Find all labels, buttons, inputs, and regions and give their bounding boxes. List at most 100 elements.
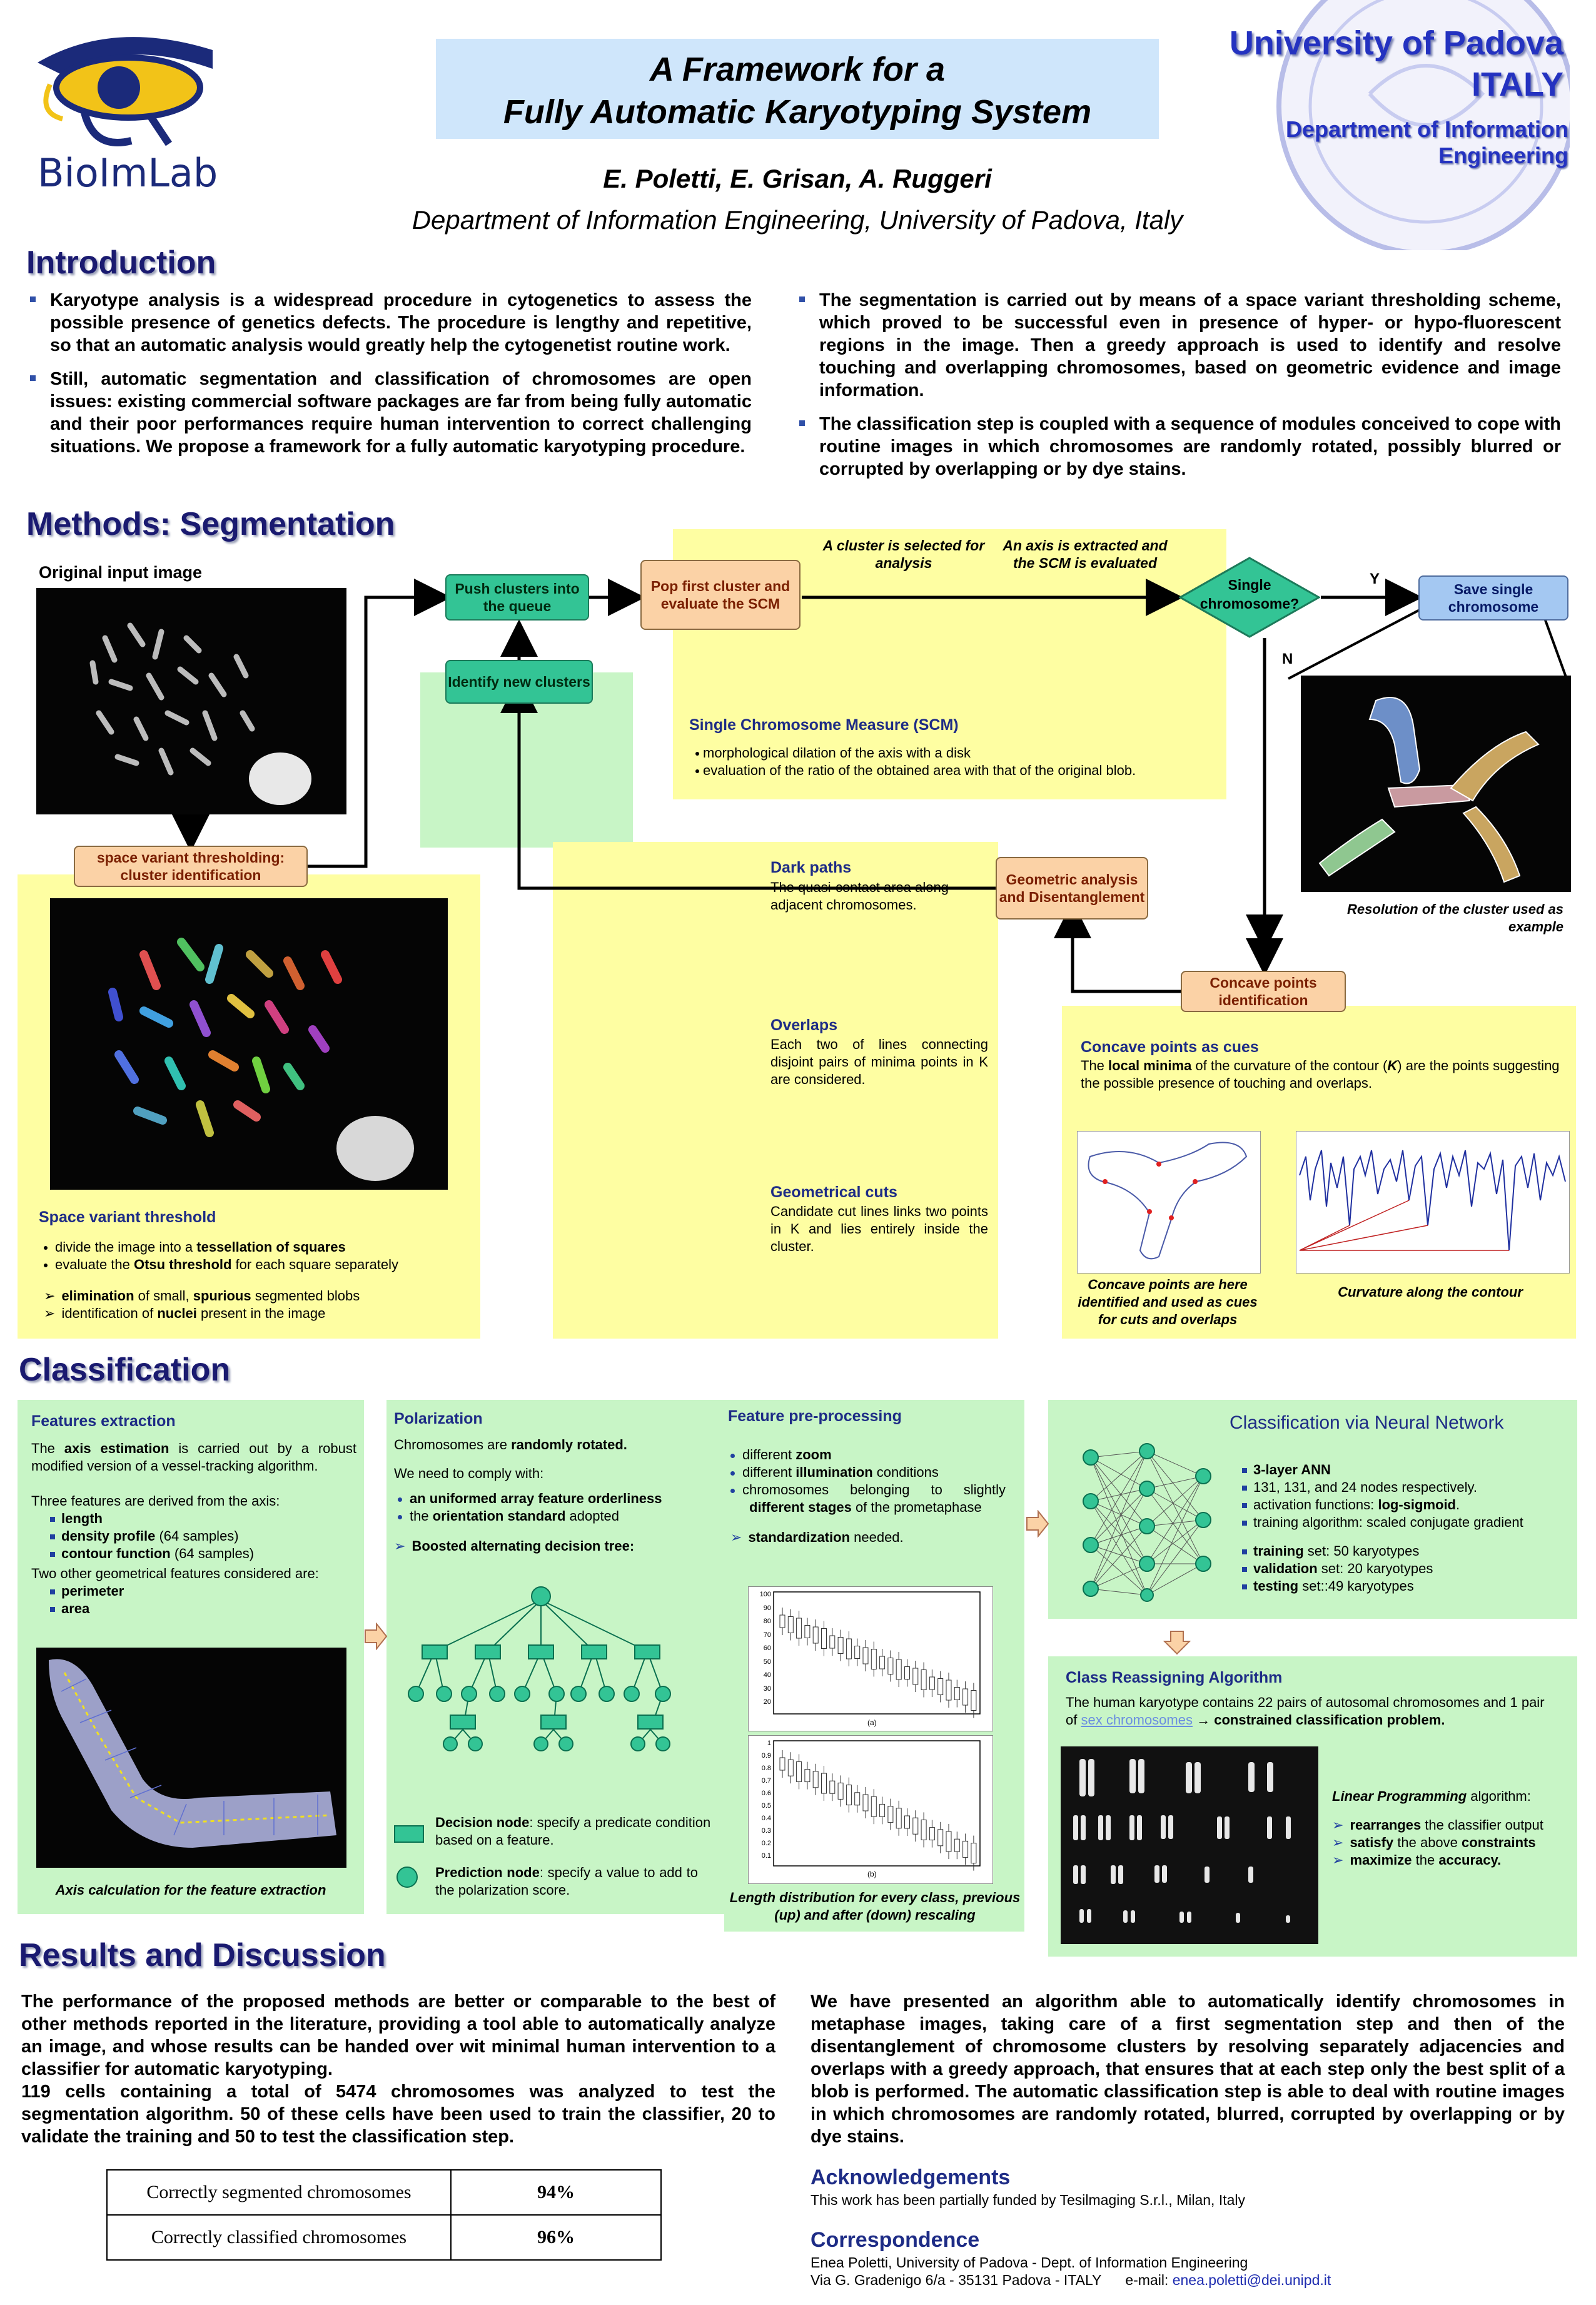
intro-right-p1: The segmentation is carried out by means… xyxy=(795,289,1561,402)
resolved-cluster-image xyxy=(1301,676,1571,892)
boxplot-box xyxy=(921,1669,927,1690)
seg-title: Methods: Segmentation xyxy=(26,506,395,542)
boxplot-box xyxy=(962,1688,969,1706)
boxplot1-xlabel: (a) xyxy=(867,1718,877,1727)
polarization-text: Chromosomes are randomly rotated. We nee… xyxy=(394,1437,662,1554)
prediction-node-legend: Prediction node: specify a value to add … xyxy=(435,1865,698,1898)
boxplot-box xyxy=(821,1773,827,1794)
boxplot-box xyxy=(929,1827,935,1841)
resolution-caption: Resolution of the cluster used as exampl… xyxy=(1347,901,1563,935)
boxplot-box xyxy=(821,1628,827,1649)
ack-text: This work has been partially funded by T… xyxy=(811,2192,1246,2208)
boxplot-box xyxy=(912,1668,919,1685)
concave-points-step: Concave points identification xyxy=(1181,971,1346,1012)
boxplot-box xyxy=(871,1796,877,1817)
identify-clusters-step: Identify new clusters xyxy=(445,660,593,704)
boxplot-box xyxy=(887,1658,894,1674)
arrow-pre-to-nn xyxy=(1026,1509,1049,1541)
cuts-text: Candidate cut lines links two points in … xyxy=(770,1203,988,1254)
boxplot-box xyxy=(946,1679,952,1701)
single-chromosome-decision: Single chromosome? xyxy=(1178,557,1321,638)
nn-title: Classification via Neural Network xyxy=(1230,1412,1504,1433)
ack-title: Acknowledgements xyxy=(811,2166,1011,2189)
boxplot-box xyxy=(937,1678,944,1695)
intro-right: The segmentation is carried out by means… xyxy=(795,289,1561,492)
disentangle-panel xyxy=(553,842,998,1339)
results-left-p2: 119 cells containing a total of 5474 chr… xyxy=(21,2082,775,2147)
cues-title: Concave points as cues xyxy=(1081,1038,1259,1056)
boxplot-box xyxy=(929,1676,935,1690)
boxplot-box xyxy=(787,1616,794,1633)
geometric-analysis-step: Geometric analysis and Disentanglement xyxy=(996,857,1148,919)
scm-item-1: morphological dilation of the axis with … xyxy=(703,745,971,761)
boxplot-box xyxy=(937,1829,944,1847)
nn-text: 3-layer ANN 131, 131, and 24 nodes respe… xyxy=(1242,1461,1567,1595)
boxplot-box xyxy=(971,1843,977,1864)
boxplot-box xyxy=(954,1687,960,1700)
cra-text: The human karyotype contains 22 pairs of… xyxy=(1066,1695,1545,1728)
title-line-2: Fully Automatic Karyotyping System xyxy=(503,93,1092,131)
boxplot-box xyxy=(904,1666,910,1679)
note-axis-extracted: An axis is extracted and the SCM is eval… xyxy=(1003,537,1168,571)
preprocessing-text: different zoom different illumination co… xyxy=(730,1447,1006,1545)
intro-right-p2: The classification step is coupled with … xyxy=(795,413,1561,480)
no-label: N xyxy=(1282,651,1293,667)
affiliation: Department of Information Engineering, U… xyxy=(412,205,1183,235)
results-right: We have presented an algorithm able to a… xyxy=(811,1992,1565,2147)
yes-label: Y xyxy=(1370,570,1380,587)
authors: E. Poletti, E. Grisan, A. Ruggeri xyxy=(603,164,992,193)
title-box: A Framework for a Fully Automatic Karyot… xyxy=(436,39,1159,139)
boxplot-box xyxy=(871,1649,877,1669)
results-left-p1: The performance of the proposed methods … xyxy=(21,1992,775,2079)
original-image-label: Original input image xyxy=(39,563,203,582)
curvature-caption: Curvature along the contour xyxy=(1338,1284,1523,1300)
decision-node-legend: Decision node: specify a predicate condi… xyxy=(435,1815,711,1848)
cues-text: The local minima of the curvature of the… xyxy=(1081,1058,1560,1091)
boxplot-box xyxy=(879,1656,886,1669)
thresholded-image xyxy=(50,898,448,1190)
preprocessing-title: Feature pre-processing xyxy=(728,1407,902,1425)
nn-panel xyxy=(1048,1400,1577,1619)
boxplot-box xyxy=(879,1803,886,1817)
university-country: ITALY xyxy=(1471,66,1563,103)
logo-text: BioImLab xyxy=(38,150,218,196)
features-title: Features extraction xyxy=(31,1412,176,1430)
scm-item-2: evaluation of the ratio of the obtained … xyxy=(703,762,1136,778)
results-left: The performance of the proposed methods … xyxy=(21,1990,775,2148)
corr-title: Correspondence xyxy=(811,2228,980,2252)
boxplot-box xyxy=(829,1635,836,1649)
arrow-features-to-pol xyxy=(364,1622,388,1653)
boxplot-box xyxy=(779,1614,785,1628)
boxplot-box xyxy=(971,1690,977,1711)
length-caption: Length distribution for every class, pre… xyxy=(729,1890,1021,1923)
boxplot-box xyxy=(862,1647,869,1664)
pop-cluster-step: Pop first cluster and evaluate the SCM xyxy=(640,560,801,630)
curvature-plot xyxy=(1296,1131,1570,1274)
concave-caption: Concave points are here identified and u… xyxy=(1078,1277,1258,1327)
flow-arrows xyxy=(172,579,1568,993)
sex-chromosomes-link[interactable]: sex chromosomes xyxy=(1081,1712,1193,1728)
intro-left-p1: Karyotype analysis is a widespread proce… xyxy=(26,289,752,357)
university-name: University of Padova xyxy=(1229,24,1563,62)
axis-caption: Axis calculation for the feature extract… xyxy=(55,1882,326,1898)
results-title: Results and Discussion xyxy=(19,1937,386,1973)
concave-contour-image xyxy=(1077,1131,1261,1274)
original-input-image xyxy=(36,588,346,814)
overlaps-text: Each two of lines connecting disjoint pa… xyxy=(770,1036,988,1087)
decision-tree-diagram xyxy=(400,1583,713,1751)
email-link[interactable]: enea.poletti@dei.unipd.it xyxy=(1172,2272,1331,2288)
cls-title: Classification xyxy=(19,1352,231,1388)
boxplot-box xyxy=(829,1780,836,1794)
dark-paths-title: Dark paths xyxy=(770,859,852,876)
boxplot-box xyxy=(804,1769,811,1783)
boxplot-box xyxy=(846,1638,852,1659)
boxplot-box xyxy=(812,1626,819,1644)
intro-title: Introduction xyxy=(26,245,216,281)
boxplot-box xyxy=(846,1785,852,1806)
boxplot-box xyxy=(887,1806,894,1823)
boxplot-box xyxy=(779,1757,785,1771)
